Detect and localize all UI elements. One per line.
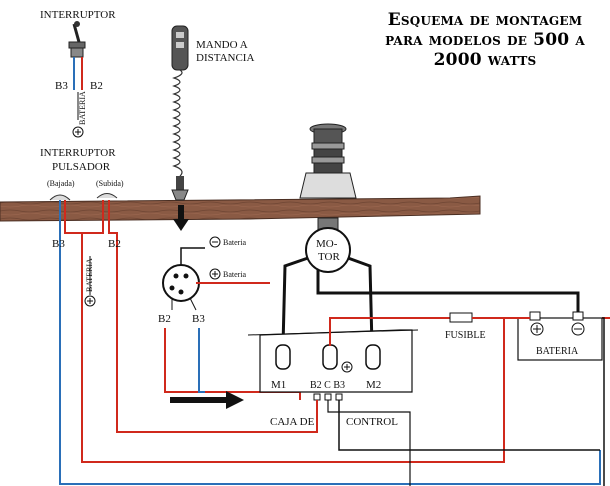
- b2-top-label: B2: [90, 80, 103, 92]
- b3-plug-label: B3: [192, 313, 205, 325]
- title-line-3: 2000 watts: [433, 50, 537, 70]
- bateria-pos-label: Bateria: [223, 270, 247, 279]
- plus-icon: [341, 361, 353, 373]
- b3-connector: [335, 393, 343, 401]
- toggle-switch-icon: [68, 21, 86, 58]
- c-connector: [324, 393, 332, 401]
- caja-de-label: CAJA DE: [270, 416, 315, 428]
- windlass-icon: [299, 123, 357, 231]
- m2-label: M2: [366, 379, 381, 391]
- motor-label-2: TOR: [318, 251, 340, 263]
- deck-board: [0, 195, 481, 222]
- b2-connector: [313, 393, 321, 401]
- mando-label-1: MANDO A: [196, 39, 248, 51]
- diagram-title: Esquema de montagem para modelos de 500 …: [360, 10, 610, 70]
- mando-label-2: DISTANCIA: [196, 52, 254, 64]
- bajada-label: (Bajada): [47, 179, 75, 188]
- b3-top-label: B3: [55, 80, 68, 92]
- plug-connector: [162, 264, 200, 302]
- down-arrow-icon: [173, 205, 189, 231]
- b3-left-label: B3: [52, 238, 65, 250]
- m1-terminal: [275, 344, 291, 370]
- motor-label-1: MO-: [316, 238, 338, 250]
- fuse-icon: [449, 312, 473, 323]
- b2-plug-label: B2: [158, 313, 171, 325]
- title-line-1: Esquema de montagem: [387, 10, 583, 30]
- fusible-label: FUSIBLE: [445, 330, 486, 341]
- battery-minus-icon: [571, 322, 585, 336]
- m1-label: M1: [271, 379, 286, 391]
- plus-icon: [209, 268, 221, 280]
- minus-icon: [209, 236, 221, 248]
- interruptor-pulsador-label-2: PULSADOR: [52, 161, 111, 173]
- b2-left-label: B2: [108, 238, 121, 250]
- foot-switch-up-icon: [96, 193, 118, 199]
- c-terminal: [322, 344, 338, 370]
- interruptor-pulsador-label-1: INTERRUPTOR: [40, 147, 116, 159]
- motor-icon: [305, 227, 351, 273]
- m2-terminal: [365, 344, 381, 370]
- subida-label: (Subida): [96, 179, 124, 188]
- interruptor-label: INTERRUPTOR: [40, 9, 116, 21]
- title-line-2: para modelos de 500 a: [385, 30, 585, 50]
- battery-label: BATERIA: [536, 346, 579, 357]
- bateria-vertical-top-label: BATERIA: [78, 91, 87, 125]
- terminals-label: B2 C B3: [310, 380, 345, 391]
- plus-icon: [72, 126, 84, 138]
- control-label: CONTROL: [346, 416, 398, 428]
- bateria-neg-label: Bateria: [223, 238, 247, 247]
- foot-switch-down-icon: [49, 194, 71, 201]
- plus-icon: [84, 295, 96, 307]
- remote-control-icon: [171, 25, 189, 201]
- bateria-vertical-left-label: BATERIA: [85, 258, 94, 292]
- right-arrow-icon: [170, 391, 244, 409]
- battery-plus-icon: [530, 322, 544, 336]
